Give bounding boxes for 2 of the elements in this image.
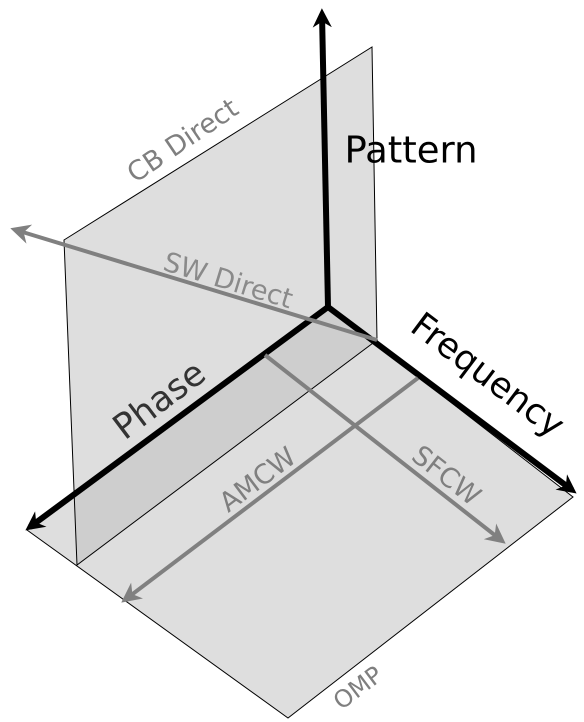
arrow-label: SW Direct (160, 248, 296, 314)
plane-label: OMP (329, 662, 387, 714)
